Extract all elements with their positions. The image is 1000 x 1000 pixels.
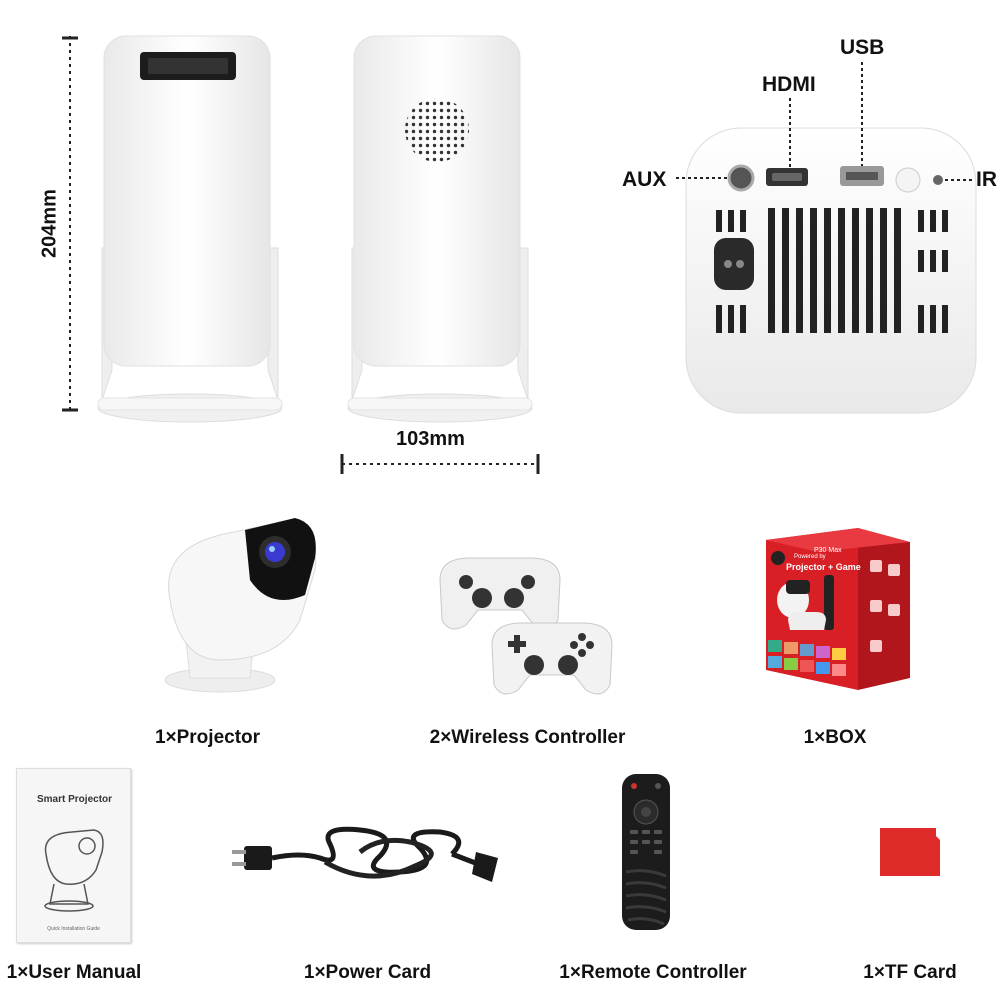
hdmi-label: HDMI [762, 73, 816, 96]
box-brand-text: Powered by [794, 554, 826, 560]
manual-icon: Smart Projector Quick Installation Guide [16, 768, 131, 943]
projector-back-view [347, 35, 533, 423]
manual-title: Smart Projector [37, 794, 113, 805]
aux-label: AUX [622, 168, 667, 191]
port-leader-lines [676, 62, 972, 181]
aux-port [727, 164, 755, 192]
width-dimension-line [340, 454, 540, 474]
tf-card-icon [880, 828, 940, 876]
remote-icon [622, 774, 670, 930]
projector-icon [164, 518, 317, 693]
item-label-power: 1×Power Card [303, 962, 432, 983]
height-dimension-line [62, 36, 78, 412]
item-label-manual: 1×User Manual [6, 962, 142, 983]
usb-label: USB [840, 36, 885, 59]
power-cord-icon [232, 826, 498, 882]
ir-sensor [933, 175, 943, 185]
manual-footer: Quick Installation Guide [47, 926, 100, 932]
item-label-box: 1×BOX [803, 727, 867, 748]
port-panel [685, 127, 977, 414]
ir-label: IR [976, 168, 997, 191]
manual-projector-drawing [44, 829, 104, 912]
item-label-tf-card: 1×TF Card [863, 962, 957, 983]
item-label-controller: 2×Wireless Controller [429, 727, 626, 748]
box-icon: Powered by P30 Max Projector + Game [766, 528, 910, 690]
width-label: 103mm [396, 428, 465, 450]
power-socket [714, 238, 754, 290]
box-headline-text: Projector + Game [786, 562, 861, 572]
item-label-remote: 1×Remote Controller [559, 962, 747, 983]
gamepad-icon [439, 557, 613, 695]
item-label-projector: 1×Projector [154, 727, 261, 748]
box-model-text: P30 Max [814, 547, 842, 554]
projector-front-view [97, 35, 283, 423]
